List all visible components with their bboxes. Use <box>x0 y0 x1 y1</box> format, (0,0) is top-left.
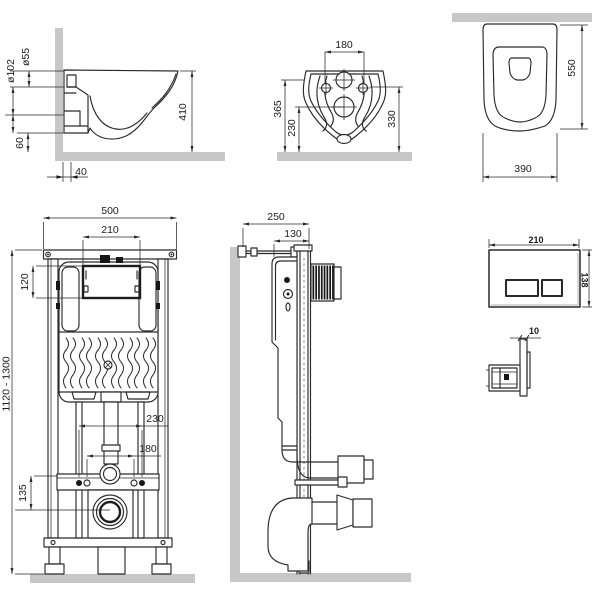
floor-surface <box>30 574 195 583</box>
wall-surface <box>230 247 240 582</box>
dim-drain-hole-diameter: ø102 <box>5 59 17 83</box>
flush-plate-side-view: 10 <box>486 326 541 397</box>
dim-inner-bolt-spacing: 180 <box>139 443 157 455</box>
dim-width: 390 <box>514 163 532 175</box>
dim-bottom-height: 60 <box>14 137 26 149</box>
flush-mechanism-box <box>486 364 521 392</box>
dim-install-height-range: 1120 - 1300 <box>1 356 13 411</box>
dim-frame-depth: 130 <box>284 228 302 240</box>
dim-flush-hole-diameter: ø55 <box>20 48 32 66</box>
drain-socket <box>92 494 128 530</box>
toilet-top-view: 550 390 <box>452 13 592 182</box>
fixing-bolt-left <box>319 81 333 95</box>
floor-surface <box>55 152 225 161</box>
toilet-top-outline <box>482 23 558 132</box>
cistern-profile <box>271 256 298 451</box>
dim-drain-drop: 135 <box>17 484 29 502</box>
flush-bend-and-outlets <box>267 449 374 572</box>
frame-front-view: 500 210 120 1120 - 1300 230 180 135 <box>1 205 195 583</box>
fixing-bolt <box>76 480 82 486</box>
frame-right-rail <box>157 258 169 539</box>
half-flush-button <box>541 279 563 297</box>
bottom-trap-outlet <box>336 133 352 145</box>
flush-inlet-circle <box>333 69 355 91</box>
wall-surface <box>452 13 592 22</box>
service-knob <box>116 257 123 263</box>
dim-outer-bolt-spacing: 230 <box>146 413 164 425</box>
frame-bottom-rail <box>43 537 173 548</box>
full-flush-button <box>505 279 539 297</box>
frame-side-view: 250 130 <box>230 211 411 582</box>
floor-surface <box>230 573 411 582</box>
flush-plate <box>488 249 581 308</box>
dim-bolt-spacing: 180 <box>335 39 353 51</box>
drain-outlet-profile <box>63 95 89 134</box>
drain-elbow <box>267 497 313 572</box>
wall-surface <box>55 28 63 161</box>
flush-plate-profile <box>519 338 528 397</box>
drain-chute <box>97 546 126 575</box>
frame-right-foot <box>155 546 168 565</box>
flush-plate-front-view: 210 138 <box>488 235 592 308</box>
dim-wall-offset: 40 <box>75 166 87 178</box>
frame-left-foot <box>48 546 61 565</box>
flush-pipe <box>103 401 119 465</box>
flush-recess <box>508 57 532 81</box>
drain-connector-cone <box>336 494 354 531</box>
fixing-bolt <box>83 479 91 487</box>
fixing-bolt <box>130 479 138 487</box>
dim-depth: 550 <box>566 59 578 77</box>
dim-plate-thickness: 10 <box>529 326 539 336</box>
inspection-window <box>81 264 142 300</box>
dim-frame-width: 500 <box>101 205 119 217</box>
toilet-rear-view: 180 365 230 330 <box>272 39 412 161</box>
frame-left-rail <box>47 258 59 539</box>
wall-anchor-rod <box>239 250 298 255</box>
dim-top-height: 365 <box>272 100 284 118</box>
frame-right-foot-base <box>151 563 172 575</box>
flush-pipe-connector <box>337 455 365 484</box>
dim-window-width: 210 <box>101 224 119 236</box>
toilet-side-view: ø55 ø102 60 410 40 <box>5 28 225 182</box>
fixing-bolt-right <box>356 81 370 95</box>
filling-valve-knob <box>100 255 110 263</box>
dim-plate-height: 138 <box>580 272 590 287</box>
toilet-profile-outline <box>63 69 179 140</box>
dim-total-depth: 250 <box>267 211 285 223</box>
dim-drain-center-height: 230 <box>286 119 298 137</box>
floor-surface <box>277 152 412 161</box>
dim-rim-height: 330 <box>386 110 398 128</box>
seat-inner-outline <box>492 46 548 123</box>
dim-plate-width: 210 <box>528 235 543 245</box>
frame-left-foot-base <box>44 563 65 575</box>
dim-bowl-height: 410 <box>177 103 189 121</box>
fixing-bolt <box>139 480 145 486</box>
corrugated-connector <box>310 263 342 302</box>
dim-window-height: 120 <box>19 273 31 291</box>
